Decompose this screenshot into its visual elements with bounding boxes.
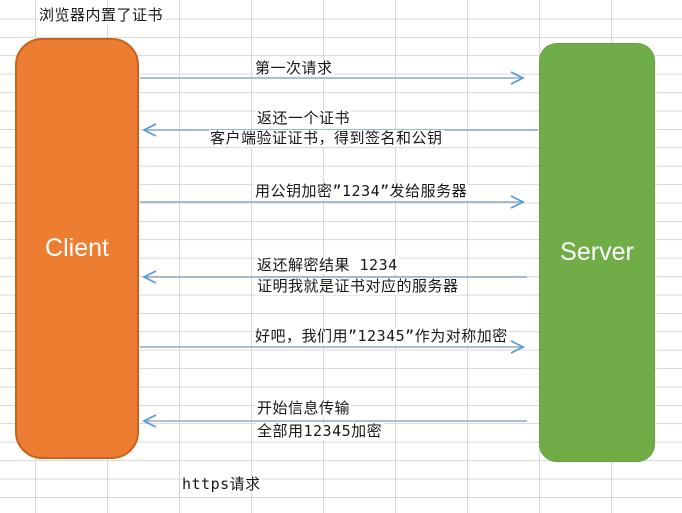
message-arrow-5-right[interactable] xyxy=(139,339,541,355)
message-label: 好吧，我们用”12345”作为对称加密 xyxy=(254,327,509,345)
message-label: 第一次请求 xyxy=(254,59,334,77)
message-label: 客户端验证证书，得到签名和公钥 xyxy=(209,129,444,147)
message-arrow-3-right[interactable] xyxy=(139,194,541,210)
client-shape[interactable]: Client xyxy=(15,38,139,459)
message-label: 证明我就是证书对应的服务器 xyxy=(256,277,460,295)
client-label: Client xyxy=(45,234,109,262)
message-label: 返还解密结果 1234 xyxy=(256,256,399,274)
message-arrow-1-right[interactable] xyxy=(139,70,541,86)
message-label: 返还一个证书 xyxy=(256,109,352,127)
message-label: 开始信息传输 xyxy=(256,399,352,417)
message-label: 全部用12345加密 xyxy=(256,422,384,440)
message-arrow-6-left[interactable] xyxy=(139,413,541,429)
message-arrow-4-left[interactable] xyxy=(139,269,541,285)
message-label: 用公钥加密”1234”发给服务器 xyxy=(254,182,469,200)
server-shape[interactable]: Server xyxy=(539,43,655,462)
top-note: 浏览器内置了证书 xyxy=(39,6,164,24)
bottom-note: https请求 xyxy=(182,475,261,493)
server-label: Server xyxy=(560,238,634,266)
